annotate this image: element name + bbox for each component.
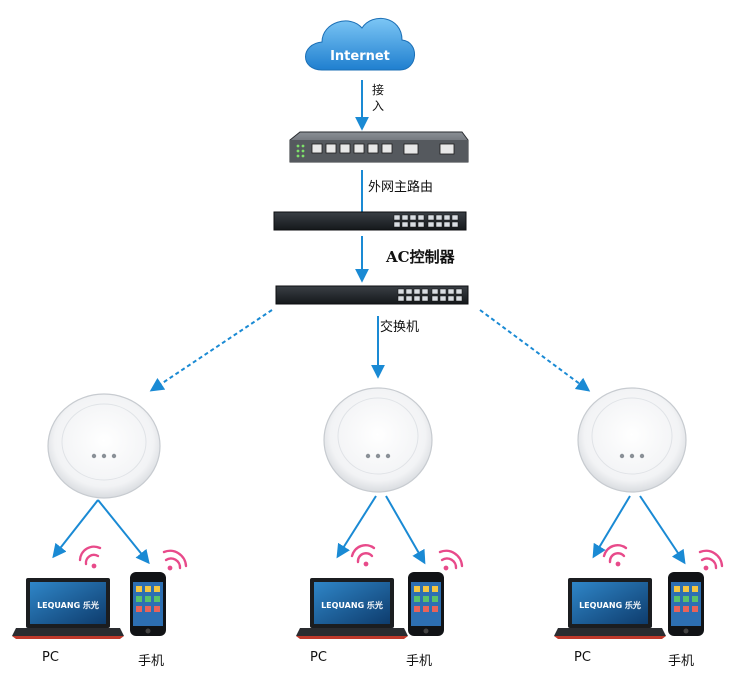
access-point-left-icon bbox=[47, 393, 161, 499]
arrow-ap-left-to-pc bbox=[52, 499, 99, 559]
wifi-signal-center-phone-icon bbox=[438, 549, 464, 571]
wifi-signal-right-pc-icon bbox=[602, 544, 628, 567]
pc-label-right: PC bbox=[574, 650, 591, 665]
phone-right-icon bbox=[668, 572, 704, 636]
laptop-right-icon: LEQUANG 乐光 bbox=[554, 578, 666, 639]
phone-label-left: 手机 bbox=[138, 654, 165, 669]
router-label: 外网主路由 bbox=[368, 180, 434, 195]
laptop-left-icon: LEQUANG 乐光 bbox=[12, 578, 124, 639]
switch-label: 交换机 bbox=[380, 320, 420, 335]
ac-controller-icon bbox=[273, 211, 467, 231]
arrow-ap-right-to-phone bbox=[639, 495, 686, 565]
phone-label-center: 手机 bbox=[406, 654, 433, 669]
wifi-signal-center-pc-icon bbox=[350, 544, 376, 567]
phone-center-icon bbox=[408, 572, 444, 636]
internet-cloud-icon: Internet bbox=[305, 18, 415, 71]
ac-controller-label: AC控制器 bbox=[386, 248, 455, 266]
wifi-signal-left-phone-icon bbox=[162, 549, 188, 571]
pc-label-left: PC bbox=[42, 650, 59, 665]
wifi-signal-left-pc-icon bbox=[78, 545, 102, 569]
access-label-char2: 入 bbox=[372, 99, 384, 113]
arrow-ap-right-to-pc bbox=[592, 495, 631, 559]
laptop-center-icon: LEQUANG 乐光 bbox=[296, 578, 408, 639]
pc-label-center: PC bbox=[310, 650, 327, 665]
laptop-brand: LEQUANG 乐光 bbox=[321, 600, 383, 610]
switch-icon bbox=[275, 285, 469, 305]
laptop-brand: LEQUANG 乐光 bbox=[579, 600, 641, 610]
access-label-char1: 接 bbox=[372, 82, 384, 97]
phone-left-icon bbox=[130, 572, 166, 636]
arrow-ap-left-to-phone bbox=[97, 499, 150, 565]
wifi-signal-right-phone-icon bbox=[698, 549, 724, 571]
arrow-switch-to-ap-right bbox=[479, 309, 591, 392]
internet-label: Internet bbox=[330, 49, 390, 64]
arrow-ap-center-to-phone bbox=[385, 495, 426, 565]
router-icon bbox=[289, 131, 469, 163]
arrow-ap-center-to-pc bbox=[336, 495, 377, 559]
arrow-switch-to-ap-left bbox=[149, 309, 273, 392]
laptop-brand: LEQUANG 乐光 bbox=[37, 600, 99, 610]
access-point-center-icon bbox=[323, 387, 433, 493]
phone-label-right: 手机 bbox=[668, 654, 695, 669]
access-point-right-icon bbox=[577, 387, 687, 493]
